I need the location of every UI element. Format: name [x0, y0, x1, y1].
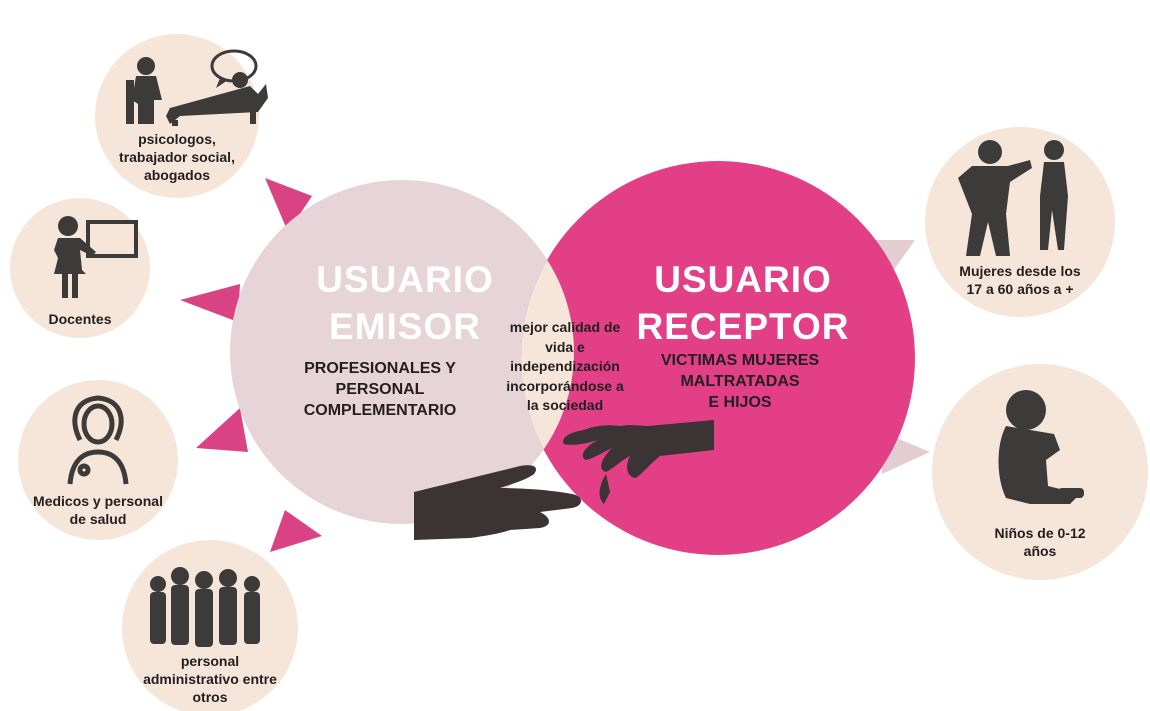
emisor-subtitle: PROFESIONALES Y PERSONAL COMPLEMENTARIO [255, 358, 505, 421]
receptor-title: USUARIO RECEPTOR [608, 256, 878, 351]
node-label-administrative: personal administrativo entre otros [120, 652, 300, 707]
shared-goal-line5: la sociedad [526, 397, 604, 414]
node-label-line: de salud [69, 511, 127, 528]
receptor-subtitle-line1: VICTIMAS MUJERES [660, 352, 820, 369]
node-label-line: años [1023, 543, 1057, 560]
arrow-to-teachers [180, 284, 240, 322]
node-label-line: otros [192, 689, 228, 706]
shared-goal-line1: mejor calidad de [509, 319, 621, 335]
group-of-people-icon [150, 567, 260, 647]
hand-icon [414, 465, 581, 540]
emisor-title: USUARIO EMISOR [260, 256, 550, 351]
arrow-to-administrative [270, 510, 322, 552]
shared-goal-line4: incorporándose a [506, 377, 624, 394]
node-label-line: personal [180, 653, 240, 669]
node-label-line: psicologos, [138, 131, 216, 147]
therapy-session-icon [126, 49, 268, 126]
receptor-subtitle: VICTIMAS MUJERES MALTRATADAS E HIJOS [625, 350, 855, 413]
receptor-title-line1: USUARIO [654, 259, 832, 300]
node-circle-doctors [18, 380, 178, 540]
doctor-icon [67, 395, 129, 485]
node-label-line: Mujeres desde los [959, 263, 1081, 279]
hand-icon [563, 420, 714, 478]
node-label-line: Docentes [48, 311, 112, 327]
node-label-line: Medicos y personal [33, 493, 163, 509]
receptor-subtitle-line2: MALTRATADAS [680, 373, 800, 391]
node-label-teachers: Docentes [30, 310, 130, 328]
shared-goal-line2: vida e [545, 338, 585, 355]
couple-argument-icon [958, 140, 1068, 256]
emisor-title-line1: USUARIO [316, 259, 494, 300]
hand-icon [599, 474, 610, 504]
receptor-subtitle-line3: E HIJOS [708, 394, 772, 412]
arrow-to-doctors [196, 408, 248, 452]
emisor-subtitle-line3: COMPLEMENTARIO [303, 402, 457, 420]
node-label-line: trabajador social, [119, 149, 235, 166]
emisor-subtitle-line2: PERSONAL [335, 381, 425, 399]
receptor-title-line2: RECEPTOR [636, 306, 850, 348]
emisor-subtitle-line1: PROFESIONALES Y [304, 360, 456, 377]
shared-goal-text: mejor calidad de vida e independización … [480, 318, 650, 416]
emisor-circle [230, 180, 574, 524]
node-label-psychologists: psicologos, trabajador social, abogados [102, 130, 252, 185]
node-label-children: Niños de 0-12 años [965, 524, 1115, 560]
node-label-line: administrativo entre [143, 671, 277, 688]
node-label-line: Niños de 0-12 [994, 525, 1086, 541]
node-label-doctors: Medicos y personal de salud [15, 492, 181, 528]
node-label-line: 17 a 60 años a + [966, 281, 1074, 298]
sad-child-icon [998, 390, 1084, 504]
node-label-women: Mujeres desde los 17 a 60 años a + [940, 262, 1100, 298]
node-label-line: abogados [143, 167, 211, 184]
arrow-to-psychologists [265, 178, 312, 232]
shared-goal-line3: independización [510, 358, 620, 375]
emisor-title-line2: EMISOR [329, 306, 481, 348]
teacher-icon [54, 216, 138, 298]
